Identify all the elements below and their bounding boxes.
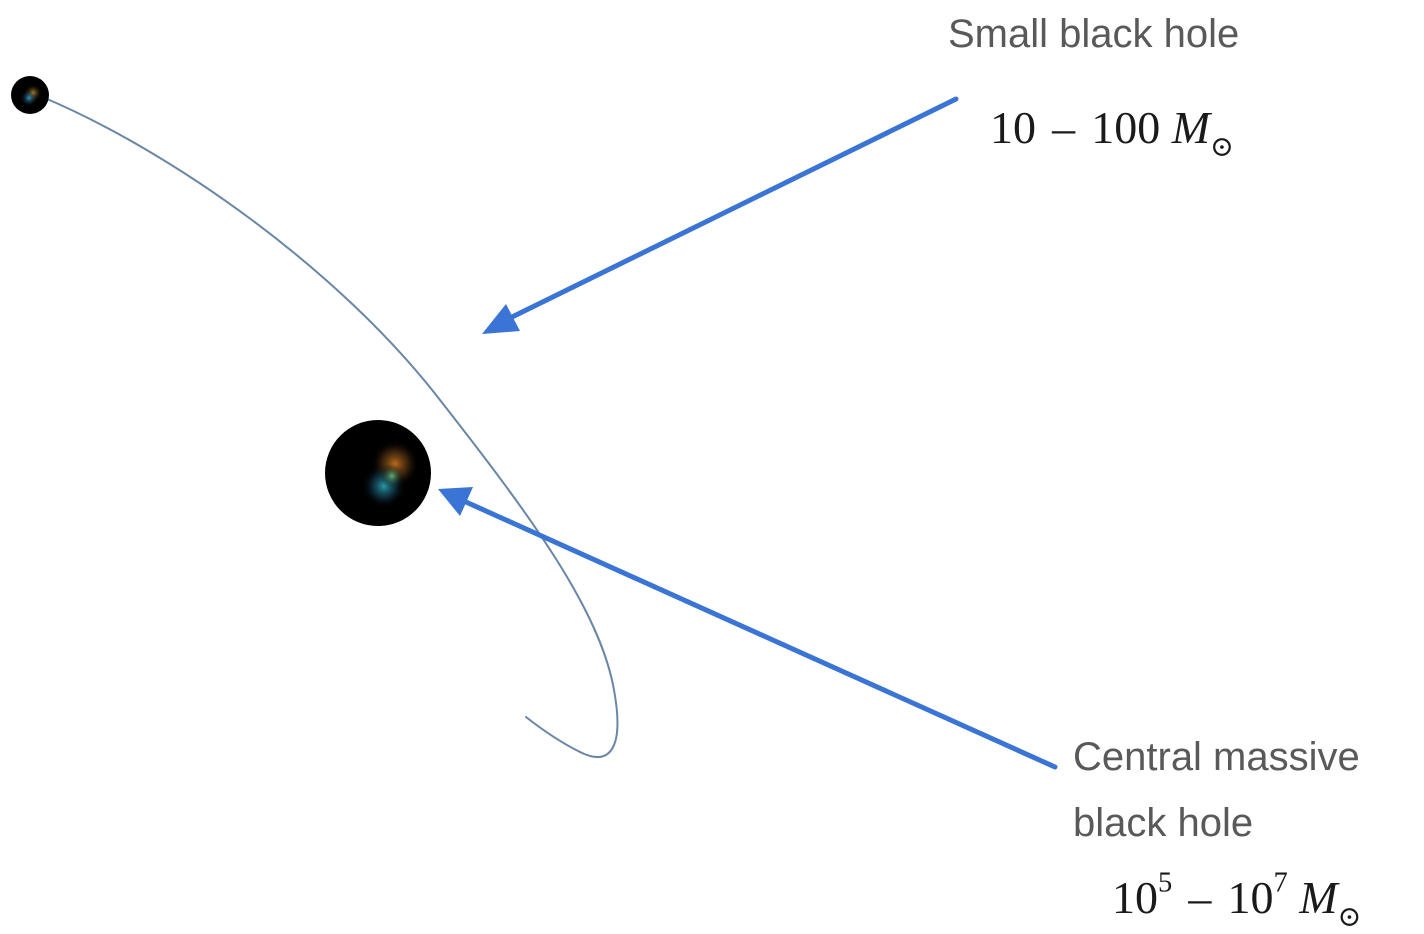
central-black-hole-label-line1: Central massive	[1073, 735, 1360, 779]
small-black-hole-icon	[11, 76, 49, 114]
central-black-hole-arrow	[438, 487, 1058, 770]
orbit-path	[39, 95, 619, 758]
small-black-hole-arrow	[482, 96, 959, 334]
central-black-hole-icon	[325, 420, 431, 526]
central-black-hole-label-line2: black hole	[1073, 801, 1254, 845]
small-black-hole-label: Small black hole	[948, 12, 1240, 56]
central-mass-symbol: M	[1299, 872, 1338, 923]
small-mass-low: 10	[990, 102, 1036, 153]
small-mass-symbol: M	[1171, 102, 1211, 153]
central-mass-low-base: 10	[1112, 872, 1158, 923]
small-mass-high: 100	[1091, 102, 1161, 153]
sun-symbol-icon: ⊙	[1210, 131, 1234, 163]
central-mass-high-base: 10	[1227, 872, 1274, 923]
sun-symbol-icon: ⊙	[1337, 901, 1362, 933]
central-mass-high-exp: 7	[1273, 867, 1288, 899]
central-mass-dash: –	[1188, 872, 1212, 923]
small-mass-dash: –	[1052, 102, 1076, 153]
central-mass-low-exp: 5	[1158, 867, 1173, 899]
